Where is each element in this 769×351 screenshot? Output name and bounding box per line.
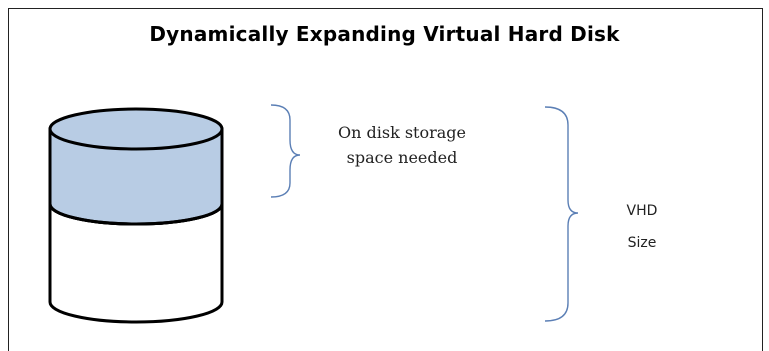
vhd-size-label: VHD Size bbox=[612, 195, 672, 259]
diagram-title: Dynamically Expanding Virtual Hard Disk bbox=[149, 22, 620, 46]
vhd-size-bracket bbox=[544, 106, 579, 322]
disk-divider-curve bbox=[48, 203, 224, 226]
storage-needed-label: On disk storage space needed bbox=[322, 120, 482, 170]
vhd-label-line-1: VHD bbox=[626, 203, 658, 219]
storage-label-line-1: On disk storage bbox=[337, 123, 467, 142]
storage-label-line-2: space needed bbox=[346, 148, 458, 167]
storage-bracket bbox=[270, 104, 301, 198]
vhd-label-line-2: Size bbox=[627, 235, 657, 251]
diagram-frame bbox=[8, 8, 763, 351]
disk-top-ellipse bbox=[48, 107, 224, 151]
